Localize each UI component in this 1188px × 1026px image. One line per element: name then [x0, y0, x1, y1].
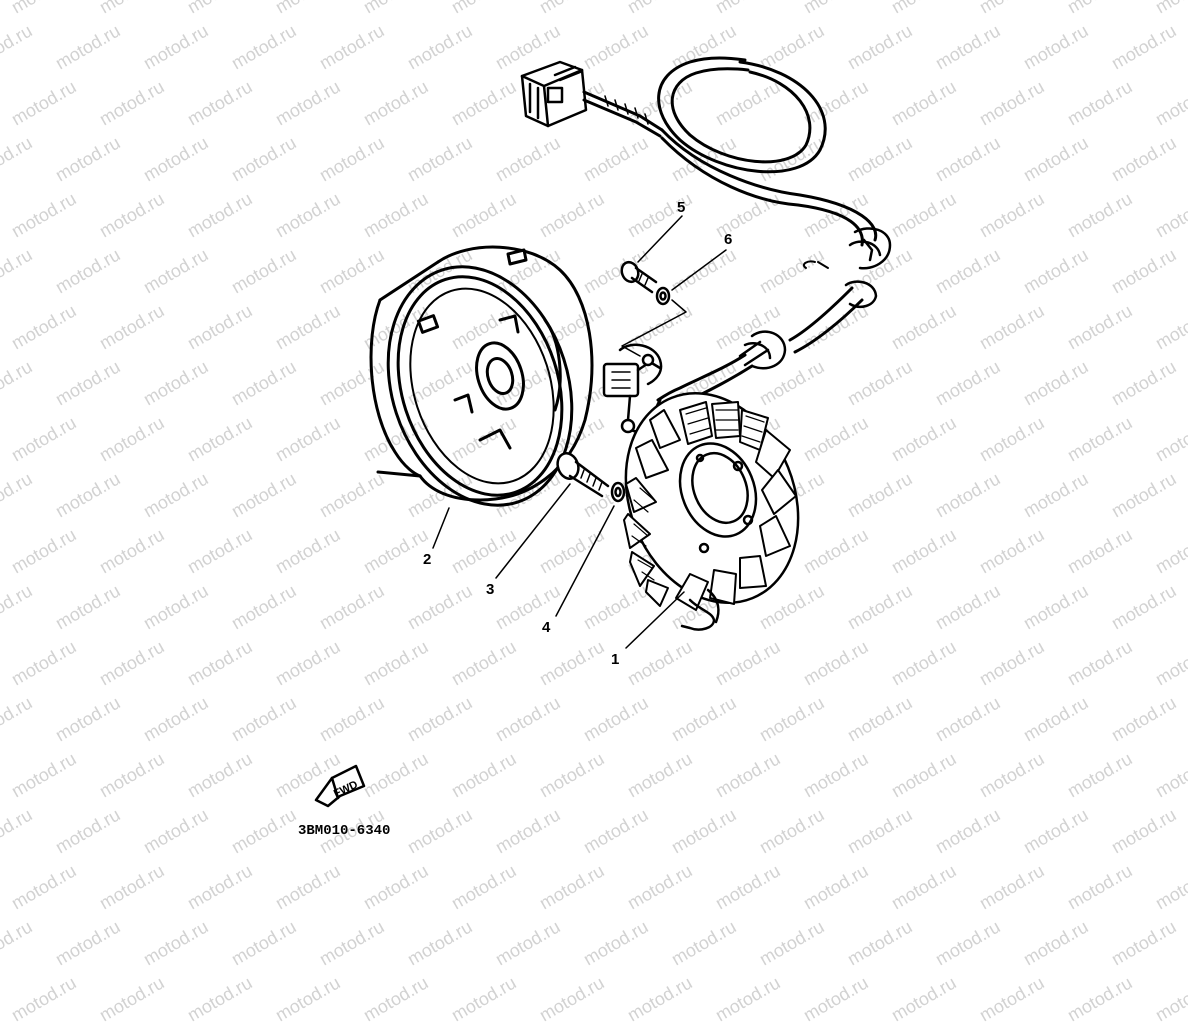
- watermark-text: motod.ru: [184, 972, 256, 1026]
- stator-coil: [623, 392, 800, 631]
- watermark-text: motod.ru: [888, 972, 960, 1026]
- watermark-text: motod.ru: [228, 916, 300, 970]
- callout-4-label: 4: [542, 619, 551, 636]
- watermark-text: motod.ru: [976, 972, 1048, 1026]
- watermark-text: motod.ru: [1064, 972, 1136, 1026]
- watermark-text: motod.ru: [316, 916, 388, 970]
- watermark-text: motod.ru: [1108, 916, 1180, 970]
- leader-lines: [432, 215, 727, 649]
- exploded-parts-diagram: 1 2 3 4 5 6 FWD 3BM010-6340: [298, 56, 892, 839]
- watermark-text: motod.ru: [932, 916, 1004, 970]
- screw-5: [620, 260, 658, 294]
- callout-1-label: 1: [611, 651, 619, 668]
- watermark-text: motod.ru: [1020, 916, 1092, 970]
- watermark-text: motod.ru: [140, 916, 212, 970]
- pickup-coil: [602, 343, 663, 434]
- watermark-text: motod.ru: [52, 916, 124, 970]
- watermark-text: motod.ru: [800, 972, 872, 1026]
- watermark-text: motod.ru: [492, 916, 564, 970]
- callout-6-label: 6: [724, 231, 732, 248]
- watermark-text: motod.ru: [1152, 972, 1188, 1026]
- watermark-text: motod.ru: [360, 972, 432, 1026]
- watermark-text: motod.ru: [668, 916, 740, 970]
- wire-harness: [520, 56, 892, 464]
- callout-3-label: 3: [486, 581, 494, 598]
- screw-guide-line: [621, 299, 687, 357]
- watermark-text: motod.ru: [96, 972, 168, 1026]
- washer-6: [655, 286, 671, 306]
- washer-4: [610, 481, 626, 503]
- watermark-text: motod.ru: [8, 972, 80, 1026]
- watermark-text: motod.ru: [448, 972, 520, 1026]
- diagram-code: 3BM010-6340: [298, 823, 390, 839]
- watermark-text: motod.ru: [844, 916, 916, 970]
- grommet-lower: [738, 330, 787, 370]
- watermark-text: motod.ru: [580, 916, 652, 970]
- callout-5-label: 5: [677, 199, 685, 216]
- grommet-upper: [844, 227, 892, 308]
- rotor-flywheel: [369, 245, 594, 507]
- connector-plug: [520, 60, 588, 128]
- watermark-text: motod.ru: [272, 972, 344, 1026]
- front-arrow-icon: [314, 764, 366, 808]
- watermark-text: motod.ru: [536, 972, 608, 1026]
- watermark-text: motod.ru: [404, 916, 476, 970]
- watermark-text: motod.ru: [0, 916, 36, 970]
- watermark-text: motod.ru: [624, 972, 696, 1026]
- watermark-text: motod.ru: [712, 972, 784, 1026]
- watermark-text: motod.ru: [756, 916, 828, 970]
- callout-2-label: 2: [423, 551, 431, 568]
- bolt-3: [556, 452, 610, 498]
